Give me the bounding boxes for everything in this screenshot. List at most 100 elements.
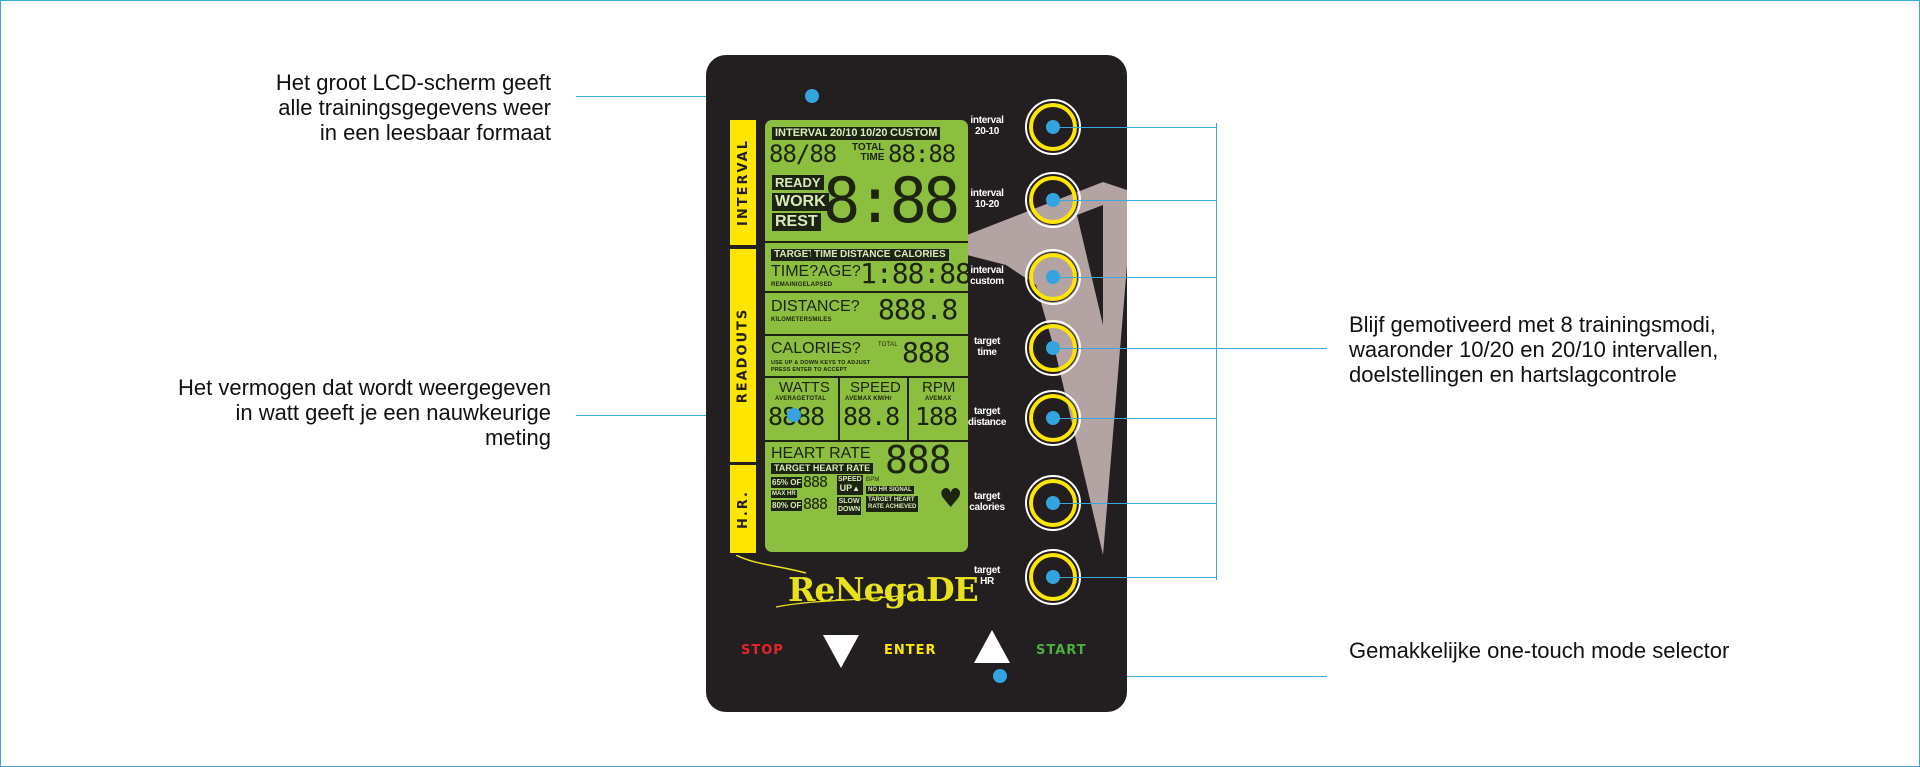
callout-lcd: Het groot LCD-scherm geeft alle training… xyxy=(31,70,551,145)
speed-label: SPEED xyxy=(850,379,901,396)
callout-selector-line: Gemakkelijke one-touch mode selector xyxy=(1349,638,1730,663)
callout-selector: Gemakkelijke one-touch mode selector xyxy=(1349,638,1869,663)
enter-button[interactable]: ENTER xyxy=(884,643,937,658)
arrow-up-icon: ▲ xyxy=(852,484,861,493)
tag-calories: CALORIES xyxy=(891,249,949,261)
state-rest: REST xyxy=(772,213,821,231)
logo-swirl-icon xyxy=(736,555,907,608)
pct-low-label: 65% OF xyxy=(771,477,803,488)
callout-watts-line: Het vermogen dat wordt weergegeven xyxy=(178,375,551,400)
achieved-line: TARGET HEART xyxy=(868,497,915,503)
distance-sub-label: KILOMETERSMILES xyxy=(771,317,832,323)
up-text: UP▲ xyxy=(838,484,862,494)
watts-sub-label: AVERAGETOTAL xyxy=(775,396,827,402)
calories-value: 888 xyxy=(902,336,951,369)
callout-modes-line: Blijf gemotiveerd met 8 trainingsmodi, xyxy=(1349,312,1716,337)
calories-label: CALORIES? xyxy=(771,340,861,357)
mode-button-label-line: target xyxy=(974,336,1000,347)
mode-button-label-line: distance xyxy=(967,417,1007,428)
down-arrow-button[interactable] xyxy=(823,635,859,668)
watts-label: WATTS xyxy=(779,379,830,396)
rpm-sub-label: AVEMAX xyxy=(925,396,952,402)
stop-button[interactable]: STOP xyxy=(741,643,784,658)
time-sub-label: REMAINIGELAPSED xyxy=(771,282,833,288)
time-age-label: TIME?AGE? xyxy=(771,263,861,280)
lcd-divider xyxy=(765,440,968,442)
mode-button-dot xyxy=(1046,570,1060,584)
distance-value: 888.8 xyxy=(878,293,958,326)
tag-target-heart-rate: TARGET HEART RATE xyxy=(771,463,874,474)
up-arrow-button[interactable] xyxy=(974,630,1010,663)
callout-watts-dot xyxy=(787,408,801,422)
mode-button-label-line: interval xyxy=(970,115,1004,126)
tag-interval: INTERVAL xyxy=(772,127,832,140)
tag-time: TIME xyxy=(811,249,841,261)
bpm-label: BPM xyxy=(866,477,880,483)
speed-sub-label: AVEMAX KM/Hr xyxy=(845,396,892,402)
target-low-value: 888 xyxy=(803,473,828,491)
calories-hint-accept: PRESS ENTER TO ACCEPT xyxy=(771,367,848,373)
round-counter: 88/88 xyxy=(769,140,837,168)
heart-icon: ♥ xyxy=(939,484,963,514)
bracket-vertical xyxy=(1216,123,1217,580)
callout-watts-line: in watt geeft je een nauwkeurige xyxy=(235,400,551,425)
callout-modes-line: doelstellingen en hartslagcontrole xyxy=(1349,362,1677,387)
mode-button-label-line: 10-20 xyxy=(974,199,1000,210)
total-label: TOTAL xyxy=(852,142,885,153)
mode-button-label-line: target xyxy=(974,491,1000,502)
tag-20-10: 20/10 xyxy=(827,127,861,140)
mode-button-label-line: custom xyxy=(970,276,1004,287)
lcd-divider xyxy=(765,291,968,293)
total-time-value: 88:88 xyxy=(888,140,956,168)
mode-button-label-line: target xyxy=(974,565,1000,576)
mode-button-dot xyxy=(1046,411,1060,425)
lcd-col-divider xyxy=(838,376,840,440)
slow-down-indicator: SLOW DOWN xyxy=(837,497,862,515)
mode-button-connector xyxy=(1053,577,1216,578)
pct-high-label: 80% OF xyxy=(771,500,803,511)
lcd-divider xyxy=(765,334,968,336)
mode-button-label-line: 20-10 xyxy=(974,126,1000,137)
side-label-readouts: READOUTS xyxy=(730,249,756,462)
no-hr-signal-indicator: NO HR SIGNAL xyxy=(866,486,914,494)
callout-lcd-dot xyxy=(805,89,819,103)
total-time-label: TOTAL TIME xyxy=(852,143,884,163)
mode-button-connector xyxy=(1053,348,1216,349)
mode-button-label-line: interval xyxy=(970,188,1004,199)
speed-value: 88.8 xyxy=(843,402,900,431)
mode-button-label-line: target xyxy=(974,406,1000,417)
lcd-screen: INTERVAL 20/10 10/20 CUSTOM 88/88 TOTAL … xyxy=(765,120,968,552)
speed-text: SPEED xyxy=(838,476,862,483)
selector-dot xyxy=(993,669,1007,683)
target-achieved-indicator: TARGET HEART RATE ACHIEVED xyxy=(866,496,919,512)
target-high-value: 888 xyxy=(803,495,828,513)
rpm-label: RPM xyxy=(922,379,956,396)
mode-button-connector xyxy=(1053,127,1216,128)
start-button[interactable]: START xyxy=(1036,643,1087,658)
callout-lcd-line: in een leesbaar formaat xyxy=(319,120,551,145)
tag-distance: DISTANCE xyxy=(837,249,894,261)
mode-button-label-line: interval xyxy=(970,265,1004,276)
heart-rate-value: 888 xyxy=(885,438,952,482)
state-ready: READY xyxy=(772,175,824,190)
achieved-line: RATE ACHIEVED xyxy=(868,504,917,510)
calories-total-label: TOTAL xyxy=(878,342,898,348)
tag-target: TARGET xyxy=(771,249,818,261)
mode-button-connector xyxy=(1053,503,1216,504)
down-text: DOWN xyxy=(838,506,861,513)
mode-button-connector xyxy=(1053,200,1216,201)
mode-button-dot xyxy=(1046,120,1060,134)
mode-button-dot xyxy=(1046,496,1060,510)
time-label: TIME xyxy=(860,152,885,163)
callout-watts: Het vermogen dat wordt weergegeven in wa… xyxy=(31,375,551,450)
heart-rate-label: HEART RATE xyxy=(771,445,871,462)
lcd-divider xyxy=(765,376,968,378)
mode-button-dot xyxy=(1046,193,1060,207)
mode-button-label-line: HR xyxy=(980,576,994,587)
side-label-readouts-text: READOUTS xyxy=(735,307,751,404)
